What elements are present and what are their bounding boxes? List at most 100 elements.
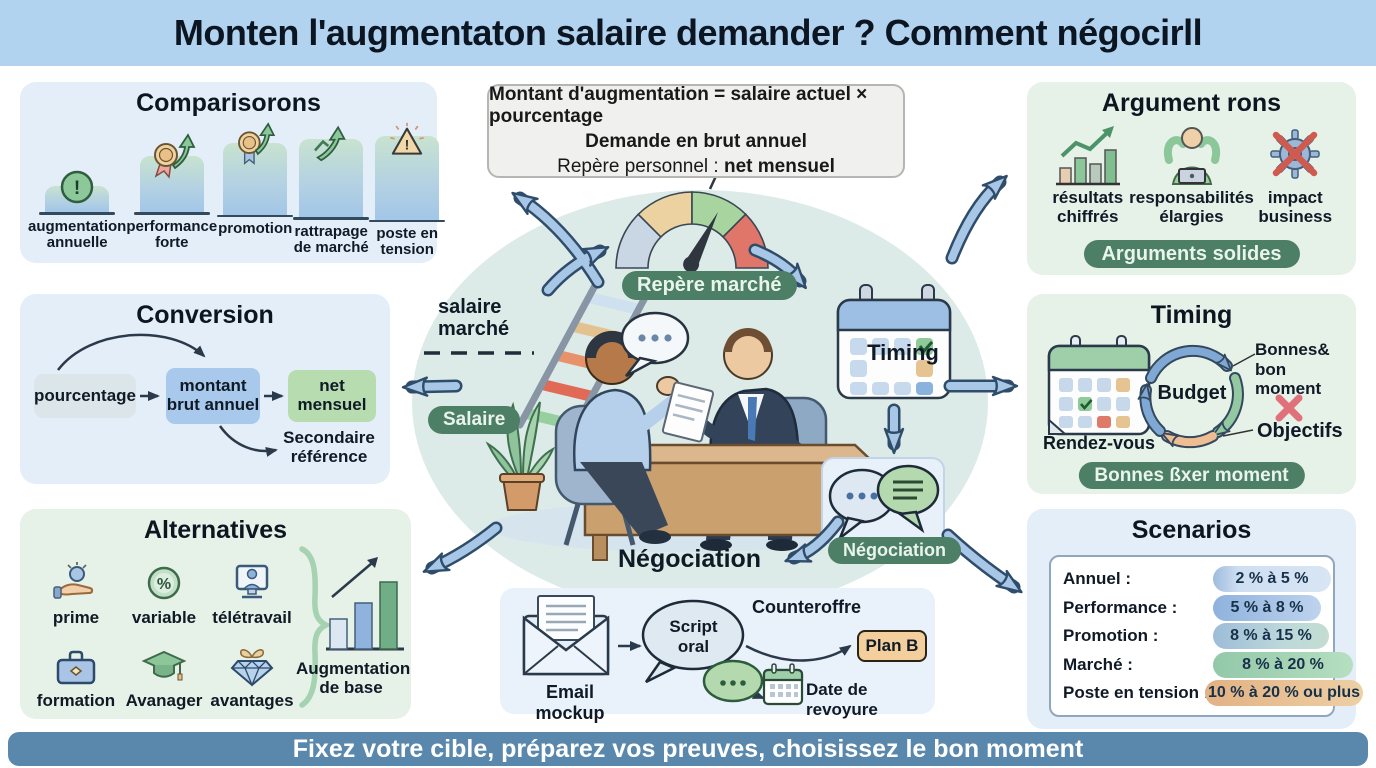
growth-arrow-icon [314,125,347,162]
negotiation-title: Négociation [618,545,762,573]
argument-item: résultats chiffrés [1037,124,1139,226]
appointment-label: Rendez-vous [1042,433,1156,453]
scenarios-table: Annuel : 2 % à 5 % Performance : 5 % à 8… [1049,555,1363,717]
negotiation-chat-icon [821,457,945,545]
page-title: Monten l'augmentaton salaire demander ? … [173,12,1203,53]
comparison-item: ! poste en tension [369,122,446,261]
red-x-icon [1275,394,1303,422]
market-salary-label: salaire marché [438,296,510,340]
alternative-item: télétravail [208,547,296,630]
email-envelope-icon [522,595,610,676]
scenario-row: Annuel : 2 % à 5 % [1063,565,1333,593]
timing-graphics [1047,335,1303,449]
timing-calendar-icon [836,284,952,400]
comparison-bars: ! augmentation annuelle performance fort… [28,122,446,261]
conversion-panel: Conversion pourcentage montant brut annu… [20,294,390,484]
arguments-badge: Arguments solides [1083,240,1300,268]
svg-text:%: % [157,576,171,593]
gauge-needle [683,212,718,273]
counteroffer-label: Counteroffre [752,597,861,617]
scenario-row: Promotion : 8 % à 15 % [1063,622,1333,650]
flow-arrows [401,174,1023,594]
comparisons-panel: Comparisorons ! augmentation annuelle [20,82,446,263]
calendar-timing-label: Timing [867,340,939,365]
budget-label: Budget [1157,382,1227,404]
negotiation-badge: Négociation [828,537,962,564]
timing-cycle-arrows [1137,344,1244,449]
scenario-row: Performance : 5 % à 8 % [1063,594,1333,622]
alternatives-title: Alternatives [143,516,288,544]
briefcase-icon [56,650,96,685]
curly-brace [299,546,333,708]
gross-annual-box: montant brut annuel [166,368,260,424]
plan-b-box: Plan B [857,630,927,662]
flexing-person-laptop-icon [1163,127,1220,185]
graduation-cap-icon [141,650,187,681]
conversion-arrows [57,333,284,457]
review-date-label: Date de revoyure [806,680,878,719]
scenario-range-pill: 8 % à 15 % [1213,623,1329,649]
conversion-title: Conversion [136,301,274,329]
comparison-bar [223,143,288,215]
alternative-item: Avanager [120,630,208,713]
comparison-item: ! augmentation annuelle [28,122,126,261]
appointment-calendar-icon [1047,335,1151,436]
alternative-item: avantages [208,630,296,713]
negotiation-panel: Email mockup Script oral Counteroffre Pl… [500,588,935,723]
salary-badge: Salaire [428,406,521,434]
alternative-item: formation [32,630,120,713]
footer-message: Fixez votre cible, préparez vos preuves,… [8,732,1368,766]
base-increase-chart-icon [326,557,404,651]
alternative-item: % variable [120,547,208,630]
email-mockup-label: Email mockup [535,682,605,723]
comparison-item: rattrapage de marché [293,122,370,261]
argument-item: impact business [1245,124,1347,226]
speech-bubble-dots-icon [620,311,690,378]
hand-coin-icon [53,562,94,599]
promotion-medal-icon [238,122,276,165]
gift-diamond-icon [230,649,274,687]
script-bubble-icon [641,599,764,703]
svg-text:!: ! [74,178,80,199]
net-monthly-box: net mensuel [288,370,376,422]
crossed-gear-icon [1270,129,1320,179]
good-moment-label: Bonnes& bon moment [1255,340,1330,399]
exclamation-circle-icon: ! [60,170,94,204]
comparisons-title: Comparisorons [136,89,321,117]
arguments-panel: Argument rons résultats chiffrés [1027,82,1356,275]
timing-title: Timing [1150,301,1233,329]
timing-panel: Timing [1027,294,1356,494]
scenario-range-pill: 8 % à 20 % [1213,651,1353,678]
scenario-range-pill: 2 % à 5 % [1213,566,1331,592]
comparison-item: performance forte [126,122,217,261]
scenario-row: Marché : 8 % à 20 % [1063,651,1353,679]
header-bar: Monten l'augmentaton salaire demander ? … [0,0,1376,66]
employee-figure [554,331,715,546]
secondary-reference-label: Secondaire référence [283,428,375,467]
timing-badge: Bonnes ßxer moment [1078,462,1305,489]
percentage-box: pourcentage [34,374,136,418]
chart-growth-icon [1055,126,1120,186]
warning-triangle-icon: ! [390,122,425,155]
medal-arrow-icon [153,133,196,179]
scenarios-title: Scenarios [1131,516,1252,544]
arguments-title: Argument rons [1101,89,1282,117]
formula-line-1: Montant d'augmentation = salaire actuel … [489,84,868,127]
formula-box: Montant d'augmentation = salaire actuel … [487,84,905,178]
footer-strip: Fixez votre cible, préparez vos preuves,… [0,730,1376,768]
formula-line-3: Repère personnel : net mensuel [557,156,835,177]
argument-item: responsabilités élargies [1129,124,1254,226]
script-oral-label: Script oral [669,617,718,656]
svg-text:!: ! [405,136,410,152]
plant-icon [485,401,556,511]
remote-work-icon [235,564,269,599]
alternatives-panel: Alternatives prime % var [20,509,411,719]
base-increase-label: Augmentation de base [296,659,411,698]
scenario-range-pill: 5 % à 8 % [1213,594,1321,621]
alternative-item: prime [32,547,120,630]
objectives-label: Objectifs [1257,420,1343,442]
comparison-item: promotion [217,122,294,261]
scenarios-panel: Scenarios Annuel : 2 % à 5 % Performance… [1027,509,1363,729]
